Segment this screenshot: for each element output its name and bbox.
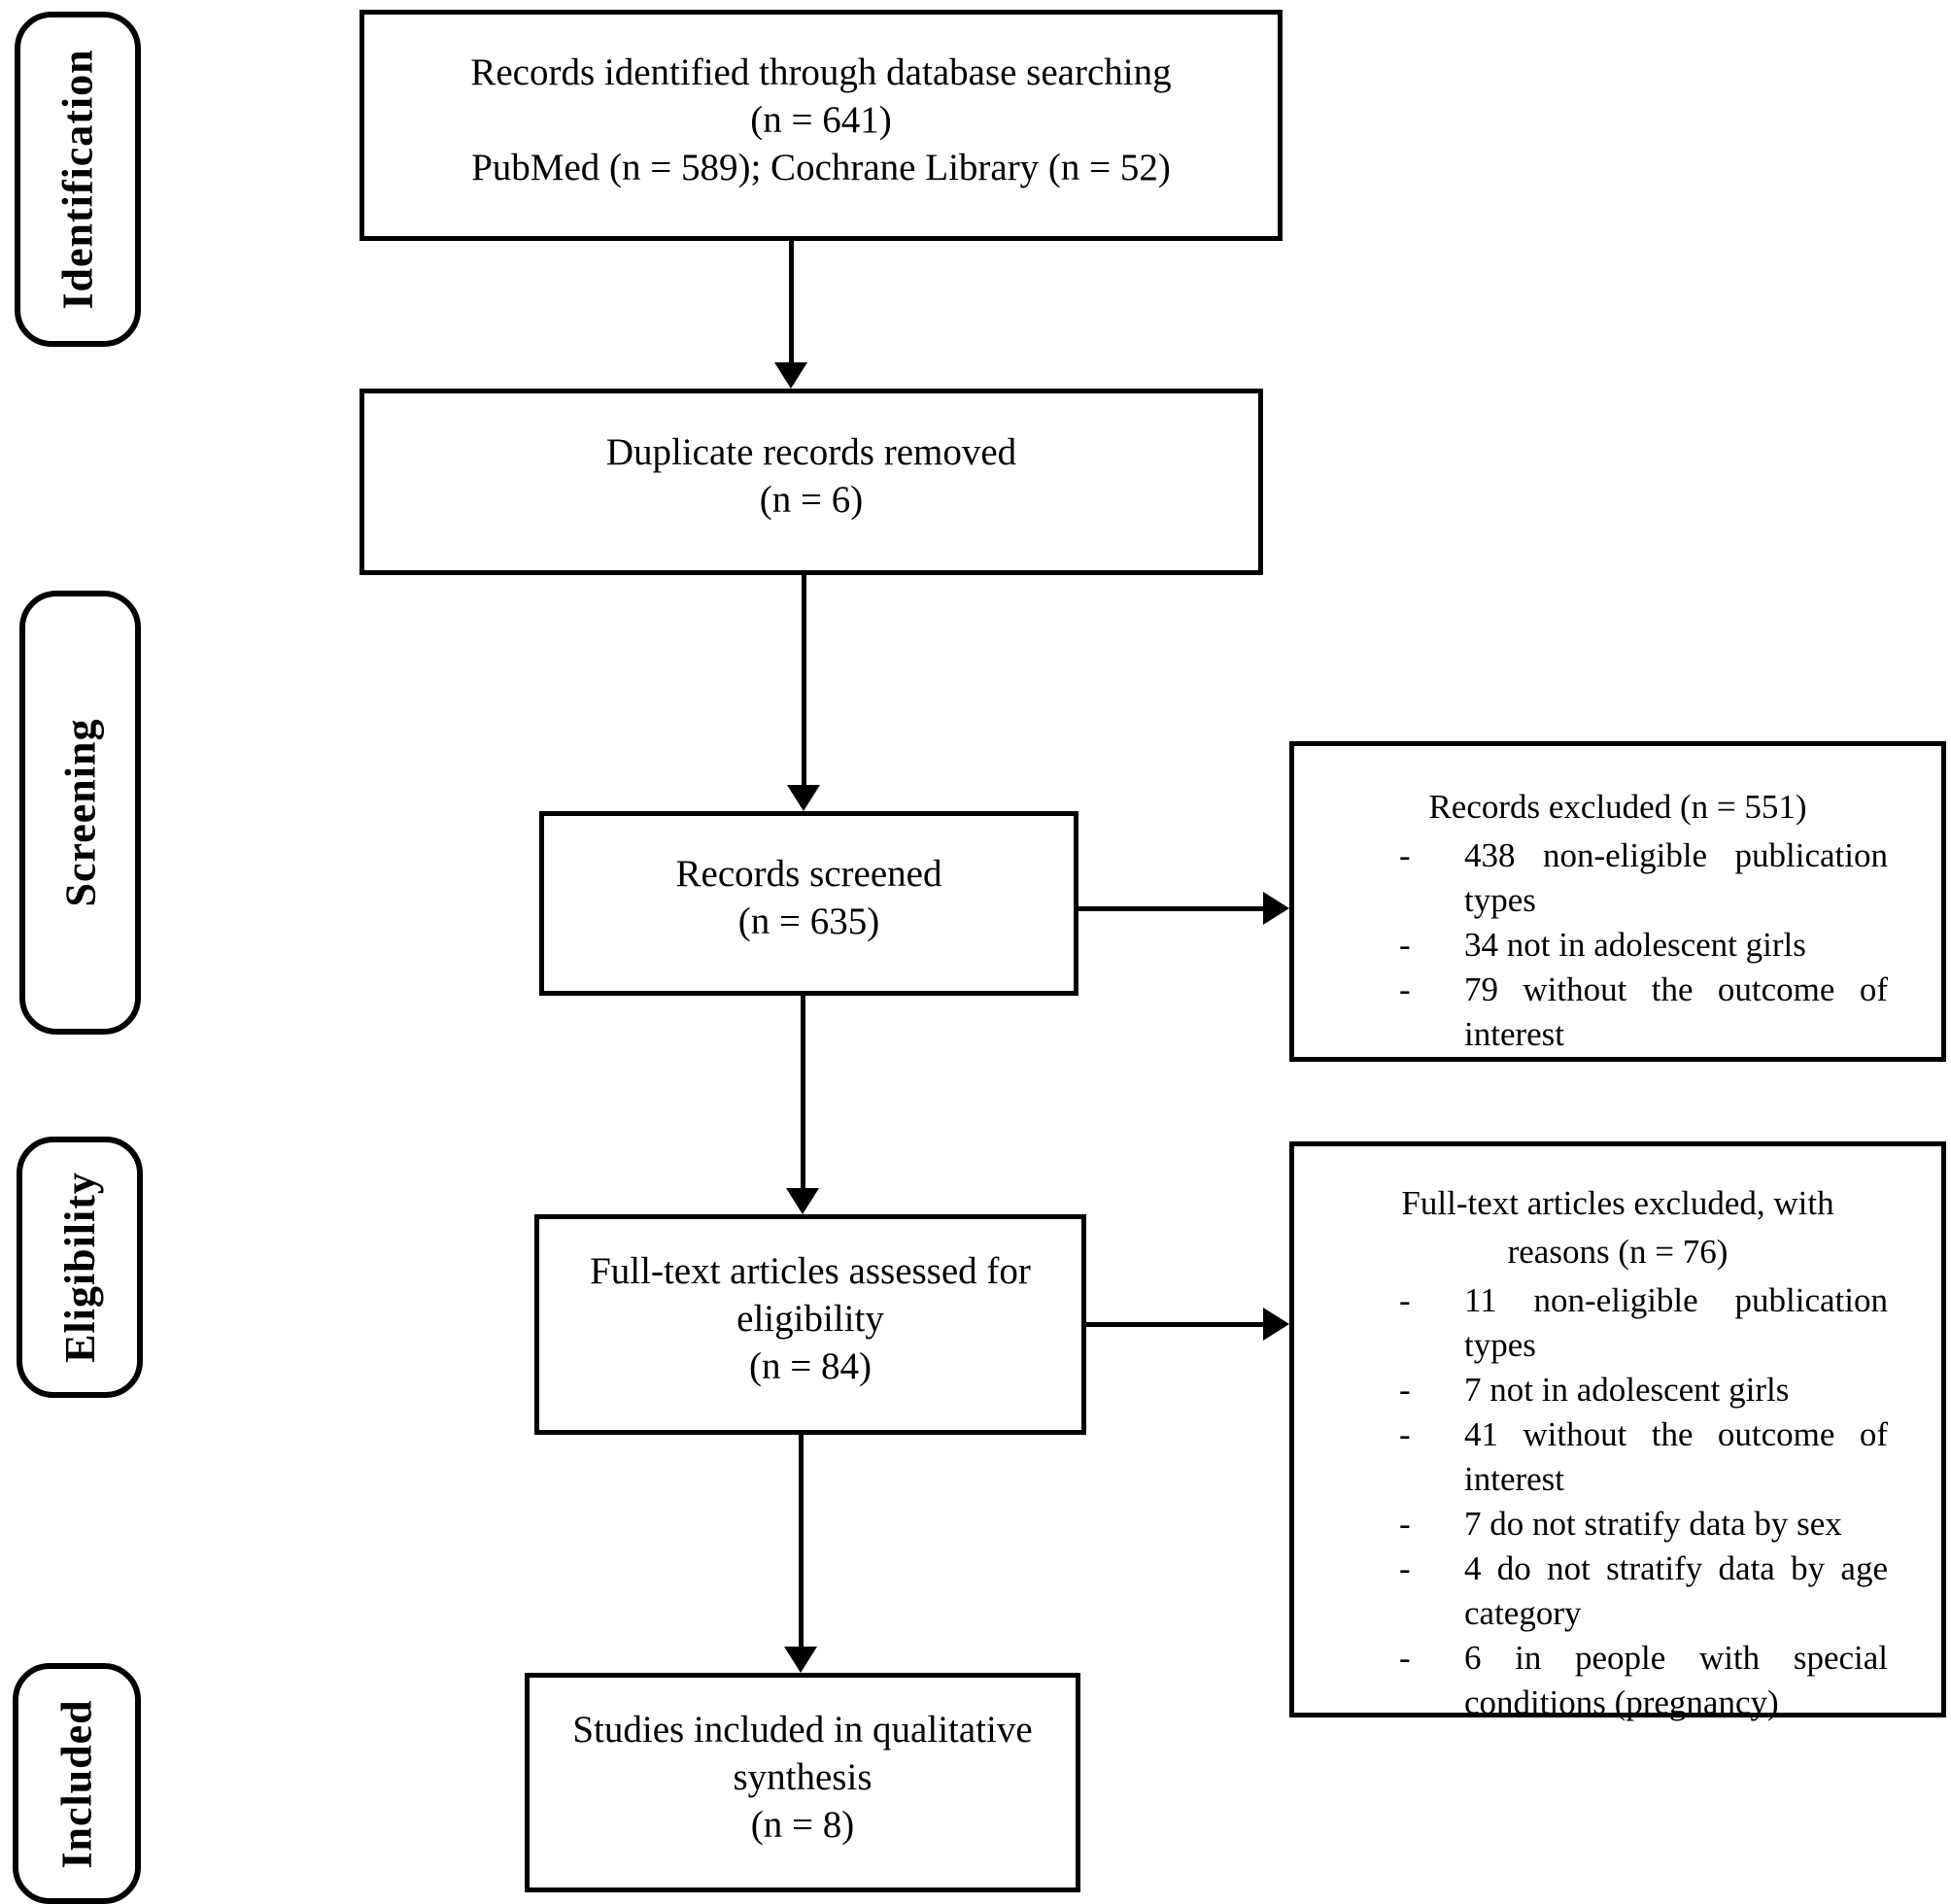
bullet-dash: - <box>1399 970 1411 1008</box>
exclusion-item-text: 79 without the outcome of interest <box>1464 970 1888 1053</box>
arrow-right-head <box>1263 892 1289 925</box>
arrow-shaft <box>798 1435 804 1647</box>
box-records-excluded-title: Records excluded (n = 551) <box>1428 788 1807 826</box>
exclusion-item-text: 4 do not stratify data by age category <box>1464 1549 1888 1632</box>
arrow-shaft <box>1078 905 1263 911</box>
exclusion-item-text: 7 not in adolescent girls <box>1464 1371 1790 1409</box>
box-fulltext-assessed-line2: eligibility <box>736 1298 884 1340</box>
box-fulltext-assessed-count: (n = 84) <box>749 1345 872 1387</box>
arrow-screened-to-excluded <box>1078 891 1289 926</box>
arrow-down-head <box>784 1647 817 1673</box>
exclusion-item-text: 11 non-eligible publication types <box>1464 1281 1888 1364</box>
exclusion-item-text: 438 non-eligible publication types <box>1464 836 1888 919</box>
exclusion-item-text: 6 in people with special conditions (pre… <box>1464 1639 1888 1721</box>
arrow-duplicates-to-screened <box>786 575 821 811</box>
exclusion-list-item: - 4 do not stratify data by age category <box>1294 1547 1941 1636</box>
stage-label-screening-text: Screening <box>56 718 104 907</box>
exclusion-list-item: - 6 in people with special conditions (p… <box>1294 1636 1941 1725</box>
exclusion-list-item: - 34 not in adolescent girls <box>1294 923 1941 968</box>
arrow-down-head <box>786 1188 819 1214</box>
arrow-identified-to-duplicates <box>773 241 808 389</box>
arrow-fulltext-to-included <box>783 1435 818 1673</box>
stage-label-identification: Identification <box>15 12 141 347</box>
box-studies-included: Studies included in qualitative synthesi… <box>525 1673 1080 1892</box>
arrow-down-head <box>787 785 820 811</box>
box-duplicates-removed: Duplicate records removed (n = 6) <box>359 389 1263 575</box>
stage-label-screening: Screening <box>19 591 141 1035</box>
arrow-shaft <box>788 241 794 362</box>
exclusion-item-text: 34 not in adolescent girls <box>1464 926 1806 964</box>
stage-label-identification-text: Identification <box>53 49 102 310</box>
box-records-screened: Records screened (n = 635) <box>539 811 1078 996</box>
box-fulltext-excluded-title-line2: reasons (n = 76) <box>1507 1233 1729 1271</box>
box-fulltext-excluded-title-line1: Full-text articles excluded, with <box>1401 1184 1834 1222</box>
box-studies-included-line2: synthesis <box>733 1755 873 1798</box>
bullet-dash: - <box>1399 1549 1411 1587</box>
exclusion-list-item: - 438 non-eligible publication types <box>1294 833 1941 923</box>
arrow-shaft <box>800 996 805 1188</box>
exclusion-list-item: - 7 not in adolescent girls <box>1294 1368 1941 1412</box>
bullet-dash: - <box>1399 1415 1411 1453</box>
exclusion-list-item: - 7 do not stratify data by sex <box>1294 1502 1941 1547</box>
stage-label-eligibility: Eligibility <box>17 1137 143 1398</box>
exclusion-list-item: - 79 without the outcome of interest <box>1294 968 1941 1057</box>
arrow-screened-to-fulltext <box>785 996 820 1214</box>
arrow-shaft <box>801 575 806 785</box>
stage-label-included: Included <box>13 1663 141 1904</box>
bullet-dash: - <box>1399 926 1411 964</box>
arrow-right-head <box>1263 1308 1289 1341</box>
box-records-excluded: Records excluded (n = 551) - 438 non-eli… <box>1289 741 1946 1062</box>
box-records-screened-count: (n = 635) <box>737 901 880 942</box>
bullet-dash: - <box>1399 836 1411 874</box>
exclusion-list-item: - 11 non-eligible publication types <box>1294 1278 1941 1368</box>
box-records-identified-line1: Records identified through database sear… <box>470 51 1172 93</box>
box-records-identified: Records identified through database sear… <box>359 10 1283 241</box>
arrow-shaft <box>1086 1321 1263 1327</box>
bullet-dash: - <box>1399 1505 1411 1543</box>
box-duplicates-removed-count: (n = 6) <box>759 479 864 521</box>
box-records-identified-count: (n = 641) <box>750 98 892 141</box>
box-records-screened-line1: Records screened <box>675 853 942 895</box>
bullet-dash: - <box>1399 1639 1411 1677</box>
box-studies-included-count: (n = 8) <box>750 1803 855 1846</box>
arrow-down-head <box>774 362 807 389</box>
box-fulltext-excluded: Full-text articles excluded, with reason… <box>1289 1141 1946 1721</box>
box-duplicates-removed-line1: Duplicate records removed <box>605 431 1017 473</box>
stage-label-eligibility-text: Eligibility <box>55 1172 104 1363</box>
arrow-fulltext-to-excluded <box>1086 1307 1289 1342</box>
bullet-dash: - <box>1399 1281 1411 1319</box>
box-fulltext-assessed-line1: Full-text articles assessed for <box>590 1250 1031 1292</box>
stage-label-included-text: Included <box>52 1698 101 1869</box>
bullet-dash: - <box>1399 1371 1411 1409</box>
exclusion-list-item: - 41 without the outcome of interest <box>1294 1412 1941 1502</box>
box-records-identified-sources: PubMed (n = 589); Cochrane Library (n = … <box>471 146 1171 188</box>
exclusion-item-text: 7 do not stratify data by sex <box>1464 1505 1842 1543</box>
box-studies-included-line1: Studies included in qualitative <box>572 1708 1033 1751</box>
exclusion-item-text: 41 without the outcome of interest <box>1464 1415 1888 1498</box>
box-fulltext-assessed: Full-text articles assessed for eligibil… <box>534 1214 1086 1435</box>
